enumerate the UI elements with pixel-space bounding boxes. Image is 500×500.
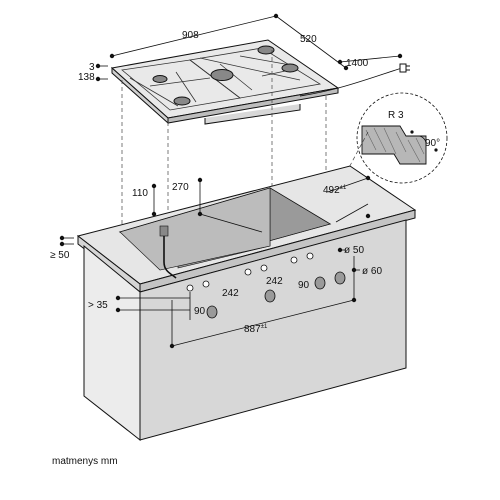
countertop-profile (361, 125, 427, 165)
profile-hatching (365, 127, 425, 163)
hob-thickness-label: 3 (89, 62, 95, 73)
front-offset-label: > 35 (88, 300, 108, 311)
control-knobs (206, 271, 346, 319)
gas-hob (110, 39, 410, 125)
hob-underside-box (204, 104, 301, 125)
detail-circle (356, 92, 448, 184)
knob-spacing-mid-label: 242 (266, 276, 283, 287)
knob-edge-right-label: 90 (298, 280, 310, 291)
knob-edge-left-label: 90 (194, 306, 206, 317)
hole-diameter-small-label: ø 50 (344, 245, 364, 256)
knob-1 (206, 305, 218, 319)
total-span-value: 887 (244, 324, 261, 335)
hob-side-edge (167, 87, 339, 124)
hob-depth-label: 520 (300, 34, 317, 45)
cabinet-dimensions (59, 175, 371, 349)
hob-dimensions (95, 13, 403, 82)
cabinet-left-side (83, 244, 141, 442)
burner-rear-left (152, 75, 168, 83)
hob-height-label: 138 (78, 72, 95, 83)
units-caption: matmenys mm (52, 456, 118, 467)
burner-center-wok (210, 69, 234, 81)
cutout-depth-tolerance: ±1 (340, 185, 347, 191)
cutout-left-offset-label: 110 (132, 188, 148, 199)
total-span-label: 887±1 (244, 324, 268, 335)
burners (152, 45, 299, 106)
angle-arc (417, 135, 427, 145)
gas-pipe (163, 236, 177, 279)
countertop-side (139, 209, 416, 293)
cutout-left-width-label: 270 (172, 182, 189, 193)
hole-markers (186, 252, 314, 292)
cutout-depth-value: 492 (323, 185, 340, 196)
burner-front-left (173, 96, 191, 106)
angle-label: 90° (425, 138, 440, 149)
power-cable (299, 67, 403, 97)
cable-length-label: 1400 (346, 58, 369, 69)
knob-spacing-left-label: 242 (222, 288, 239, 299)
hob-width-label: 908 (182, 30, 199, 41)
edge-profile-detail (356, 92, 448, 184)
knob-2 (264, 289, 276, 303)
front-clearance-label: ≥ 50 (50, 250, 70, 261)
hole-diameter-large-label: ø 60 (362, 266, 382, 277)
cutout-depth-label: 492±1 (323, 185, 347, 196)
pan-supports (121, 47, 322, 111)
total-span-tolerance: ±1 (261, 324, 268, 330)
radius-label: R 3 (388, 110, 404, 121)
cable-plug-icon (399, 63, 410, 73)
cabinet (76, 165, 417, 442)
projection-lines (121, 50, 369, 225)
knob-3 (314, 276, 326, 290)
knob-4 (334, 271, 346, 285)
burner-rear-right (257, 45, 275, 55)
burner-front-right (281, 63, 299, 73)
cutout-back-wall (119, 187, 271, 271)
